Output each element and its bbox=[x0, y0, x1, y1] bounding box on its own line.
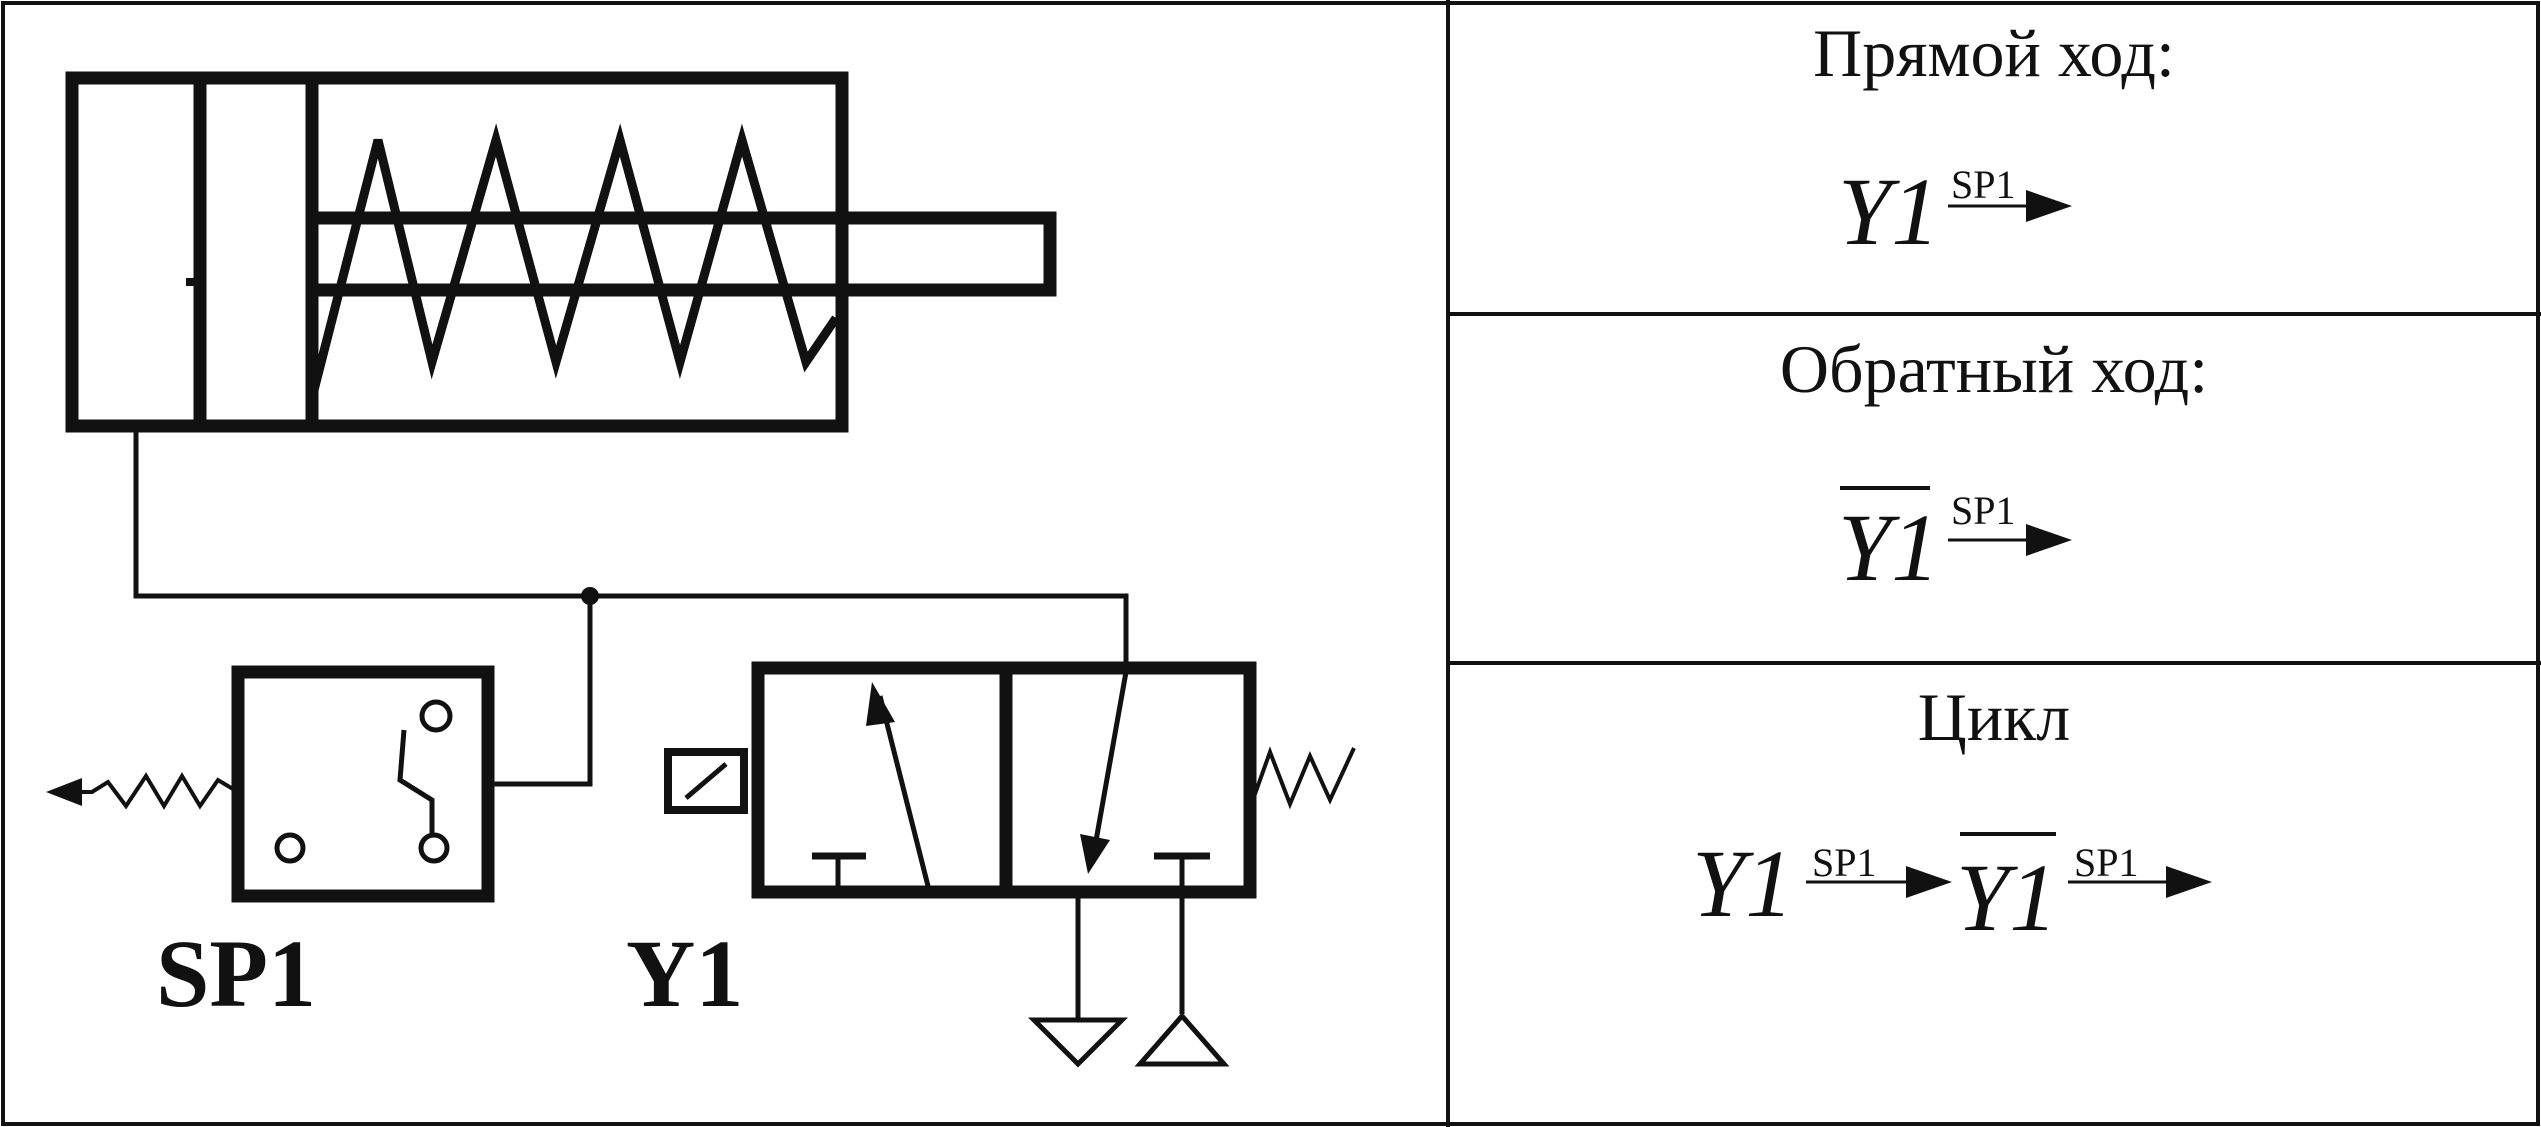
trigger-label: SP1 bbox=[2074, 840, 2139, 885]
valve-return-spring bbox=[1248, 746, 1356, 810]
valve-flow-line-left bbox=[877, 695, 931, 887]
sensor-port-bottom bbox=[418, 832, 450, 864]
formula-symbol: Y1 bbox=[1838, 494, 1939, 601]
sensor-actuator-arrow-icon bbox=[46, 778, 82, 806]
valve-flow-line-right bbox=[1091, 671, 1129, 853]
transition-arrow-icon bbox=[2026, 190, 2072, 222]
sensor-sp1: SP1 bbox=[46, 665, 495, 1027]
sensor-actuator-spring bbox=[52, 772, 240, 810]
sensor-body bbox=[231, 665, 495, 903]
solenoid-coil bbox=[684, 762, 728, 800]
cylinder-body bbox=[65, 71, 849, 433]
valve-arrow-down-icon bbox=[1080, 834, 1110, 874]
sensor-port-top bbox=[419, 699, 453, 733]
air-lines bbox=[133, 426, 1129, 787]
formula-2: Y1 SP1 Y1 SP1 bbox=[1692, 830, 2212, 951]
exhaust-port-2-icon bbox=[1134, 1012, 1230, 1067]
table-row-0: Прямой ход: Y1 SP1 bbox=[1813, 15, 2175, 265]
sensor-switch-contact bbox=[397, 729, 435, 836]
formula-symbol: Y1 bbox=[1692, 830, 1793, 937]
formula-1: Y1 SP1 bbox=[1838, 486, 2072, 601]
formula-0: Y1 SP1 bbox=[1838, 158, 2072, 265]
valve-y1: Y1 bbox=[626, 661, 1356, 1068]
transition-arrow-icon bbox=[1906, 866, 1952, 898]
transition-arrow-icon bbox=[2026, 524, 2072, 556]
valve-arrow-up-icon bbox=[866, 682, 895, 726]
trigger-label: SP1 bbox=[1812, 840, 1877, 885]
sensor-tap-line bbox=[490, 596, 593, 787]
solenoid-box bbox=[664, 748, 748, 814]
junction-dot bbox=[581, 587, 599, 605]
trigger-label: SP1 bbox=[1951, 488, 2016, 533]
piston-rod bbox=[305, 211, 1057, 297]
transition-arrow-icon bbox=[2166, 866, 2212, 898]
row-heading: Цикл bbox=[1918, 679, 2070, 755]
row-heading: Обратный ход: bbox=[1780, 331, 2208, 407]
sensor-port-left bbox=[274, 832, 306, 864]
table-row-1: Обратный ход: Y1 SP1 bbox=[1780, 331, 2208, 601]
valve-label: Y1 bbox=[626, 920, 743, 1027]
exhaust-port-1-icon bbox=[1027, 1017, 1129, 1068]
row-heading: Прямой ход: bbox=[1813, 15, 2175, 91]
formula-symbol: Y1 bbox=[1838, 158, 1939, 265]
trigger-label: SP1 bbox=[1951, 162, 2016, 207]
supply-line bbox=[133, 426, 1129, 668]
cylinder bbox=[65, 71, 1057, 433]
formula-symbol-inverted: Y1 bbox=[1956, 844, 2057, 951]
table-row-2: Цикл Y1 SP1 Y1 SP1 bbox=[1692, 679, 2212, 951]
return-spring bbox=[307, 123, 840, 400]
sensor-label: SP1 bbox=[156, 920, 316, 1027]
